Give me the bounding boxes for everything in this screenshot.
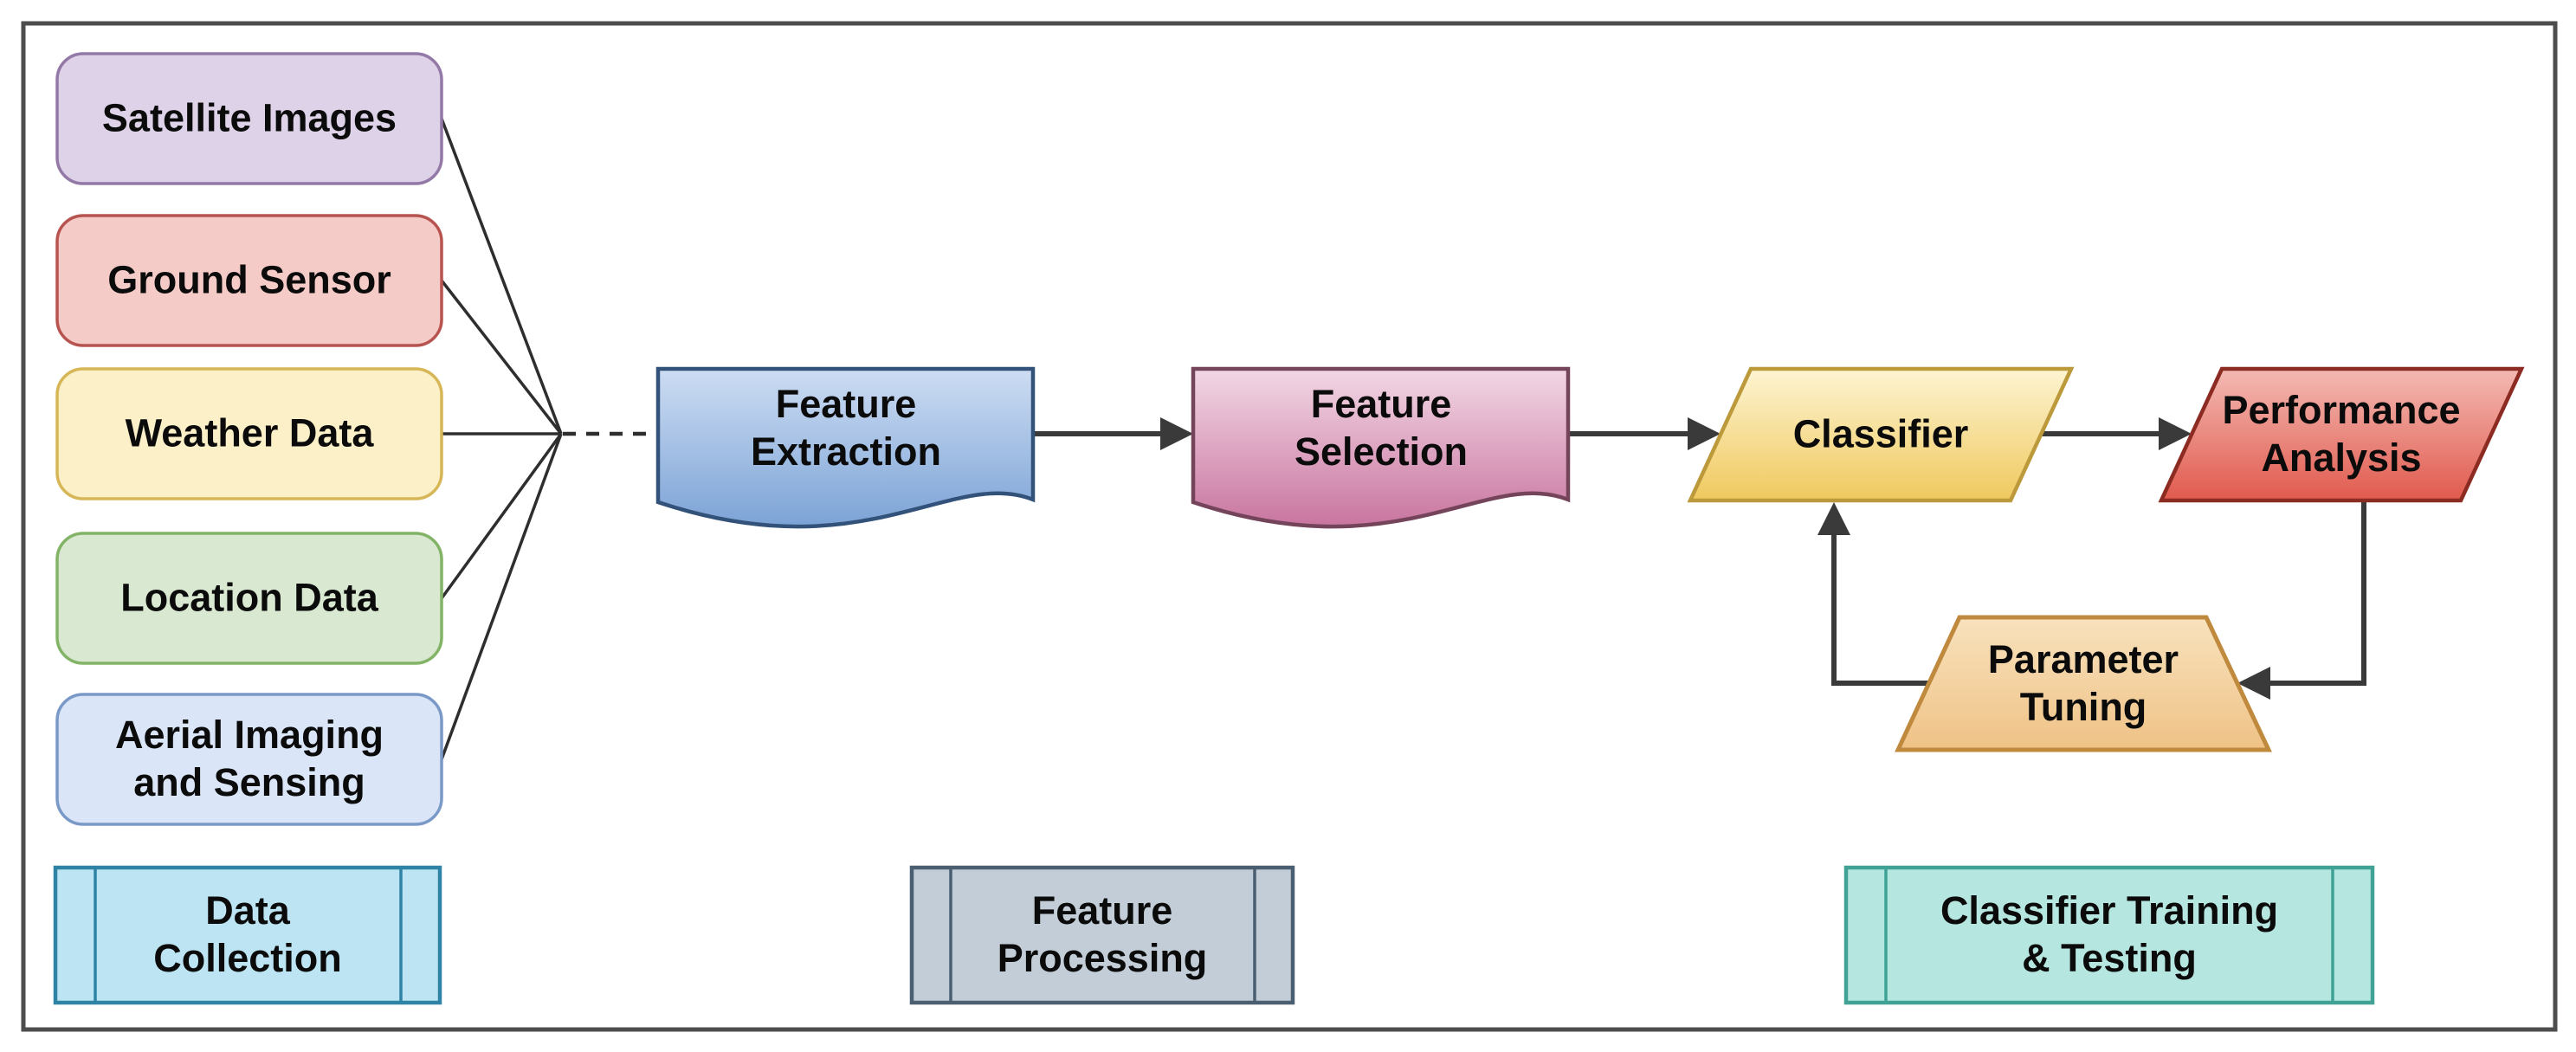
- source-box-location-data: [55, 532, 443, 665]
- node-classifier-shape: [1687, 366, 2075, 503]
- arrow-pa-to-pt-line: [2270, 500, 2366, 686]
- source-label-ground-sensor: Ground Sensor: [107, 257, 391, 302]
- source-box-satellite-images: [55, 52, 443, 185]
- arrow-pt-to-classifier-line: [1831, 533, 1929, 686]
- stage-bar-data-collection-inner-lines: [94, 868, 403, 1003]
- node-performance-analysis-shape: [2158, 366, 2525, 503]
- source-label-weather-data: Weather Data: [125, 410, 374, 455]
- node-label-performance-analysis: Performance Analysis: [2222, 388, 2461, 480]
- arrowhead-pt: [2237, 667, 2270, 700]
- stage-bar-data-collection-rect: [53, 865, 442, 1005]
- arrowhead-pa: [2159, 417, 2192, 450]
- stage-bar-feature-processing-rect: [909, 865, 1295, 1005]
- stage-bar-classifier-training-inner-lines: [1884, 868, 2334, 1003]
- link-ground: [440, 279, 563, 436]
- source-label-satellite-images: Satellite Images: [101, 95, 397, 140]
- stage-label-feature-processing: Feature Processing: [997, 888, 1208, 980]
- convergence-lines: [440, 118, 655, 760]
- link-satellite: [440, 118, 563, 435]
- node-parameter-tuning-shape: [1895, 615, 2272, 752]
- node-feature-extraction-shape: [655, 366, 1036, 529]
- stage-bar-classifier-training-rect: [1843, 865, 2375, 1005]
- stage-label-data-collection: Data Collection: [153, 888, 342, 980]
- outer-frame: [21, 21, 2558, 1032]
- source-box-weather-data: [55, 367, 443, 500]
- flow-lines: [1033, 431, 2366, 686]
- node-label-feature-selection: Feature Selection: [1294, 382, 1469, 474]
- stage-bar-feature-processing: [909, 865, 1295, 1005]
- source-box-ground-sensor: [55, 214, 443, 347]
- stage-label-classifier-training: Classifier Training & Testing: [1940, 888, 2279, 980]
- node-label-feature-extraction: Feature Extraction: [750, 382, 942, 474]
- link-location: [440, 432, 563, 600]
- link-aerial: [440, 433, 563, 760]
- source-label-location-data: Location Data: [120, 575, 378, 620]
- arrowhead-classifier-left: [1688, 417, 1721, 450]
- source-box-aerial-imaging: [55, 693, 443, 826]
- arrowhead-fs: [1160, 417, 1193, 450]
- arrowheads: [1160, 417, 2270, 700]
- node-label-classifier: Classifier: [1792, 411, 1969, 456]
- node-label-parameter-tuning: Parameter Tuning: [1987, 637, 2179, 729]
- stage-bar-classifier-training: [1843, 865, 2375, 1005]
- source-label-aerial-imaging: Aerial Imaging and Sensing: [114, 713, 384, 804]
- stage-bar-feature-processing-inner-lines: [949, 868, 1256, 1003]
- node-feature-selection-shape: [1191, 366, 1571, 529]
- stage-bar-data-collection: [53, 865, 442, 1005]
- arrowhead-classifier-bottom: [1817, 502, 1850, 535]
